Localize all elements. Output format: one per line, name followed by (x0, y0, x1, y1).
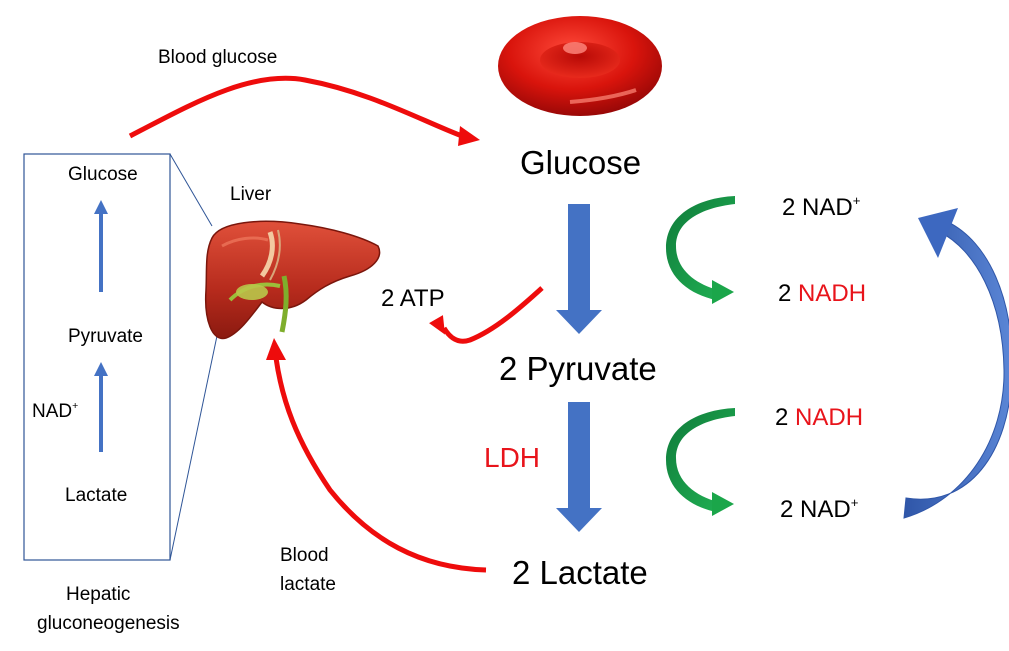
green-arrow-top (666, 196, 735, 304)
liver-label: Liver (230, 184, 272, 205)
top-nadh-count: 2 (778, 280, 792, 307)
blood-lactate-label-line1: Blood (280, 545, 329, 566)
inset-pyruvate-label: Pyruvate (68, 326, 143, 347)
liver-icon (204, 220, 381, 340)
inset-lactate-label: Lactate (65, 485, 128, 506)
glucose-label: Glucose (520, 144, 642, 181)
bottom-nadh-count: 2 (775, 404, 789, 431)
blood-glucose-arrow (128, 75, 480, 146)
top-nad-sup: + (852, 193, 861, 208)
blood-glucose-label: Blood glucose (158, 47, 278, 68)
pyruvate-label: 2 Pyruvate (499, 350, 657, 387)
bottom-nad-sup: + (850, 495, 859, 510)
blood-lactate-label-line2: lactate (280, 574, 336, 595)
atp-label: 2 ATP (381, 285, 445, 312)
inset-nad-text: NAD (32, 401, 73, 422)
inset-glucose-label: Glucose (68, 164, 138, 185)
green-arrow-bottom (666, 408, 735, 516)
inset-nad-sup: + (72, 401, 79, 413)
bottom-nadh-label: 2 NADH (775, 406, 863, 430)
zoom-line-bottom (169, 311, 223, 561)
bottom-nadh-text: NADH (795, 404, 864, 431)
top-nad-text: NAD (802, 193, 853, 221)
hepatic-label-line2: gluconeogenesis (37, 613, 180, 634)
top-nadh-text: NADH (798, 280, 867, 307)
top-nadh-label: 2 NADH (778, 282, 866, 306)
arrow-glucose-to-pyruvate (556, 204, 602, 334)
arrow-pyruvate-to-lactate (556, 402, 602, 532)
hepatic-inset-box (23, 153, 171, 561)
inset-arrow-lactate-to-pyruvate (94, 362, 108, 452)
bottom-nad-count: 2 (780, 495, 794, 523)
ldh-label: LDH (484, 442, 541, 473)
red-blood-cell-icon (498, 16, 662, 116)
hepatic-label-line1: Hepatic (66, 584, 131, 605)
zoom-line-top (169, 153, 213, 227)
lactate-label: 2 Lactate (512, 554, 648, 591)
top-nad-count: 2 (782, 193, 796, 221)
atp-arrow (429, 286, 544, 344)
bottom-nad-label: 2 NAD+ (780, 496, 858, 522)
nad-recycle-arrow (903, 208, 1009, 519)
bottom-nad-text: NAD (800, 495, 851, 523)
inset-arrow-pyruvate-to-glucose (94, 200, 108, 292)
inset-nad-label: NAD+ (32, 401, 79, 422)
top-nad-label: 2 NAD+ (782, 194, 860, 220)
blood-lactate-arrow (266, 338, 487, 573)
